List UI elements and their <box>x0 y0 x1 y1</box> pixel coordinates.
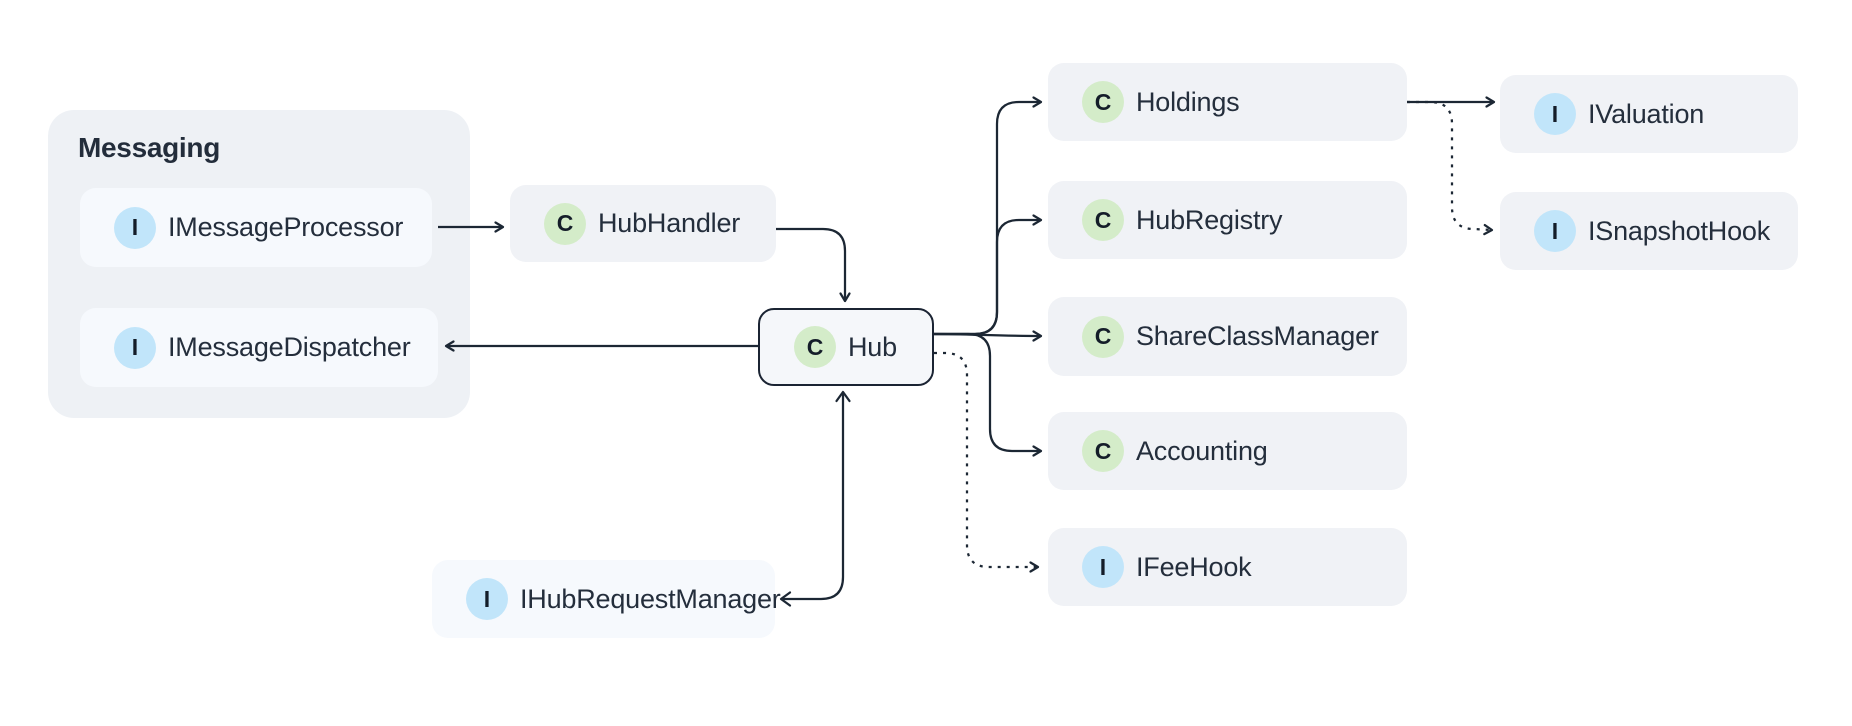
class-badge-icon: C <box>544 202 586 245</box>
node-hubhandler: C HubHandler <box>510 185 776 262</box>
node-label: ShareClassManager <box>1136 321 1379 351</box>
class-badge-icon: C <box>1082 315 1124 358</box>
class-badge-icon: C <box>794 326 836 368</box>
node-imessagedispatcher: I IMessageDispatcher <box>80 308 438 387</box>
node-label: IValuation <box>1588 98 1705 129</box>
node-holdings: C Holdings <box>1048 63 1407 141</box>
node-hubregistry: C HubRegistry <box>1048 181 1407 259</box>
interface-badge-icon: I <box>1534 93 1576 135</box>
interface-badge-icon: I <box>114 206 156 249</box>
messaging-group-title: Messaging <box>78 132 221 163</box>
edge-hubhandler-hub <box>776 227 851 303</box>
class-badge-icon: C <box>1082 430 1124 472</box>
node-label: ISnapshotHook <box>1588 215 1771 246</box>
class-badge-icon: C <box>1082 81 1124 123</box>
node-label: Accounting <box>1136 435 1268 466</box>
edge-holdings-isnapshothook <box>1407 100 1494 236</box>
edge-hub-accounting <box>934 332 1043 457</box>
node-label: HubRegistry <box>1136 204 1283 235</box>
node-label: HubHandler <box>598 208 741 238</box>
node-label: Holdings <box>1136 86 1240 117</box>
node-label: IMessageProcessor <box>168 212 404 242</box>
edge-hub-hubregistry <box>934 214 1043 336</box>
interface-badge-icon: I <box>1082 546 1124 588</box>
node-accounting: C Accounting <box>1048 412 1407 490</box>
edge-hub-ihubrequestmanager <box>783 394 845 601</box>
node-isnapshothook: I ISnapshotHook <box>1500 192 1798 270</box>
node-shareclassmanager: C ShareClassManager <box>1048 297 1407 376</box>
edge-hub-holdings <box>934 96 1043 336</box>
class-badge-icon: C <box>1082 199 1124 241</box>
node-label: IMessageDispatcher <box>168 332 411 362</box>
node-label: Hub <box>848 331 897 362</box>
edge-hub-ifeehook <box>934 351 1040 573</box>
node-label: IHubRequestManager <box>520 583 781 614</box>
node-hub: C Hub <box>758 308 934 386</box>
node-label: IFeeHook <box>1136 551 1252 582</box>
node-ihubrequestmanager: I IHubRequestManager <box>432 560 781 638</box>
edge-hub-ihubrequestmanager-arrowhead-up <box>835 390 851 403</box>
interface-badge-icon: I <box>114 326 156 369</box>
edge-hub-ihubrequestmanager-arrowhead-left <box>779 591 792 607</box>
node-ivaluation: I IValuation <box>1500 75 1798 153</box>
node-ifeehook: I IFeeHook <box>1048 528 1407 606</box>
interface-badge-icon: I <box>466 578 508 620</box>
interface-badge-icon: I <box>1534 210 1576 252</box>
node-imessageprocessor: I IMessageProcessor <box>80 188 432 267</box>
